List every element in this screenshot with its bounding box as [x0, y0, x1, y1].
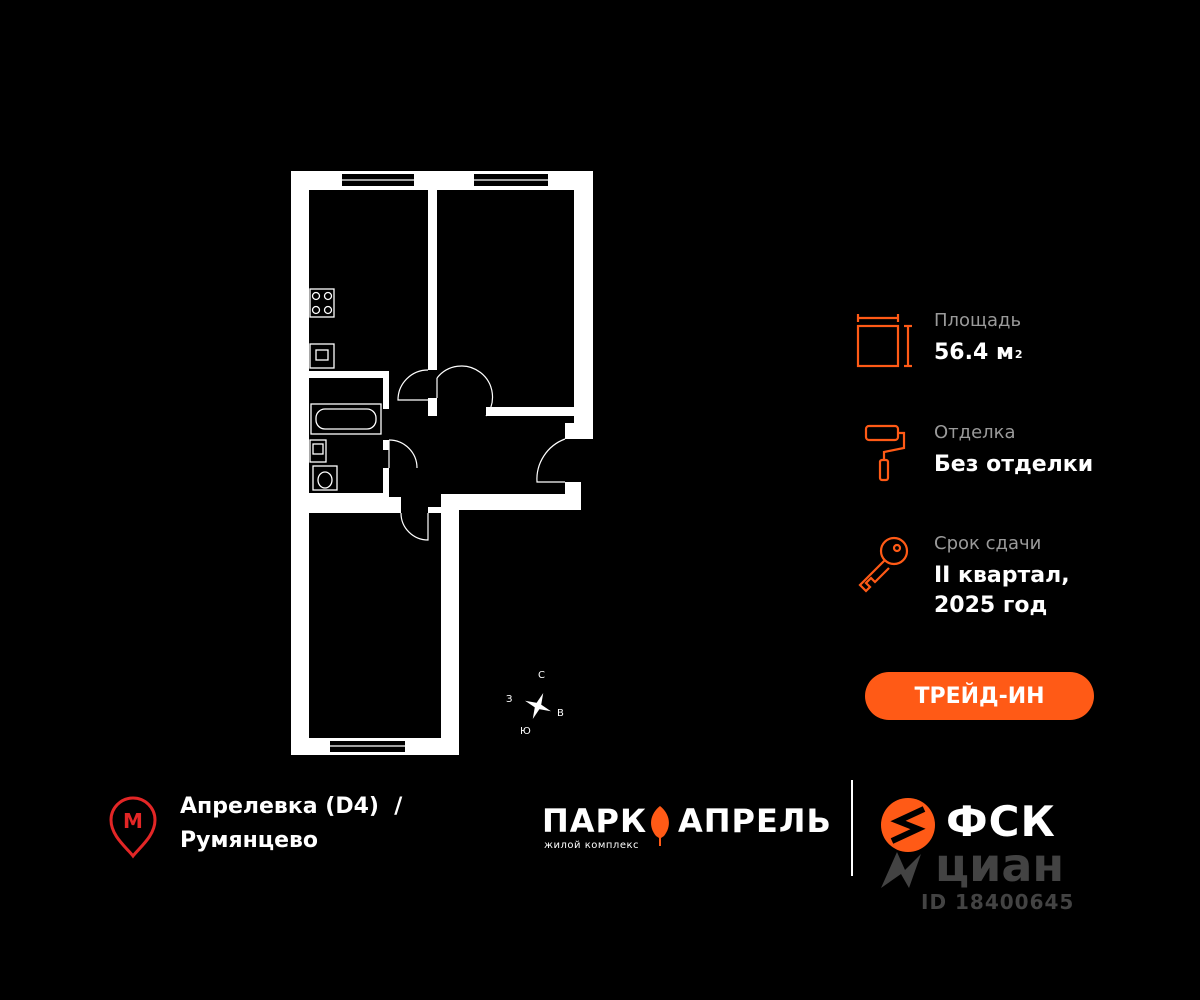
compass-north: С — [538, 670, 545, 681]
area-value: 56.4 м2 — [934, 340, 1023, 365]
fsk-logo: ФСК — [878, 795, 1078, 857]
park-logo-subtitle: жилой комплекс — [544, 840, 640, 851]
watermark-id: ID 18400645 — [921, 890, 1075, 914]
compass-east: В — [557, 708, 564, 719]
compass: С В Ю З — [500, 668, 580, 748]
metro-line2: Румянцево — [180, 828, 319, 853]
park-april-logo: ПАРК АПРЕЛЬ жилой комплекс — [540, 800, 832, 860]
watermark-brand: циан — [935, 838, 1065, 892]
compass-south: Ю — [520, 726, 531, 737]
area-unit-sup: 2 — [1014, 348, 1023, 361]
area-label: Площадь — [934, 310, 1022, 331]
delivery-value: II квартал, 2025 год — [934, 563, 1070, 618]
park-logo-word1: ПАРК — [542, 802, 648, 840]
metro-text: Апрелевка (D4) / Румянцево — [180, 790, 402, 858]
watermark: циан ID 18400645 — [875, 838, 1115, 928]
key-icon — [858, 536, 909, 593]
delivery-label: Срок сдачи — [934, 533, 1042, 554]
area-info: Площадь 56.4 м2 — [852, 310, 1172, 374]
fsk-mark-icon — [881, 798, 935, 852]
finish-value: Без отделки — [934, 452, 1094, 477]
cian-icon — [881, 852, 921, 888]
compass-icon — [525, 693, 551, 719]
svg-text:M: M — [123, 809, 143, 833]
trade-in-button[interactable]: ТРЕЙД-ИН — [865, 672, 1094, 720]
fsk-logo-text: ФСК — [946, 797, 1056, 846]
park-logo-word2: АПРЕЛЬ — [678, 802, 832, 840]
paint-roller-icon — [864, 424, 906, 482]
metro-station: M Апрелевка (D4) / Румянцево — [105, 790, 465, 870]
floor-plan — [291, 171, 593, 755]
metro-line1: Апрелевка (D4) / — [180, 794, 403, 819]
logo-divider — [851, 780, 853, 876]
compass-west: З — [506, 694, 513, 705]
area-icon — [856, 314, 912, 368]
metro-icon: M — [109, 796, 157, 859]
delivery-info: Срок сдачи II квартал, 2025 год — [852, 533, 1172, 633]
finish-info: Отделка Без отделки — [852, 422, 1172, 486]
leaf-icon — [651, 806, 669, 846]
finish-label: Отделка — [934, 422, 1016, 443]
